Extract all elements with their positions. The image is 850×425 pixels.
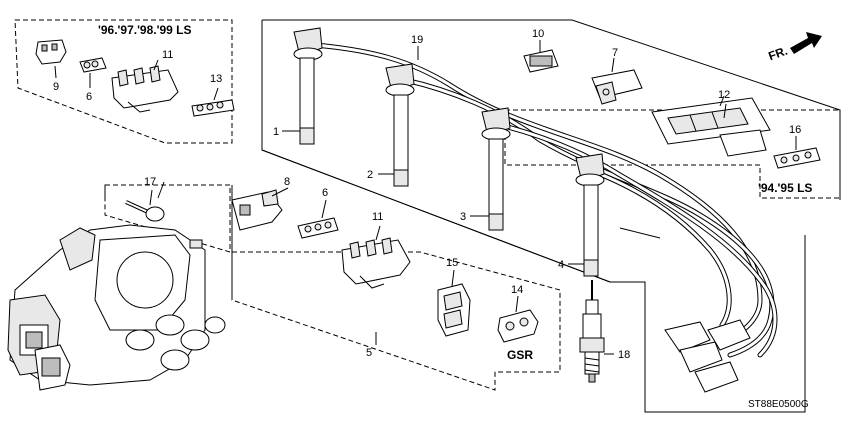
group-94-95-ls bbox=[523, 40, 821, 169]
clip-part-14 bbox=[497, 295, 539, 343]
callout-11-mid: 11 bbox=[372, 211, 383, 223]
cap-towers bbox=[125, 314, 226, 371]
plug-boot-2 bbox=[385, 63, 415, 187]
callout-9: 9 bbox=[53, 81, 59, 93]
clip-part-10 bbox=[523, 40, 559, 73]
holder-part-11-top bbox=[111, 59, 179, 113]
callout-6-top: 6 bbox=[86, 91, 92, 103]
clip-part-6-top bbox=[79, 57, 107, 88]
bolt-part-17 bbox=[125, 189, 165, 222]
callout-15: 15 bbox=[446, 257, 458, 269]
clip-part-16 bbox=[773, 136, 821, 169]
callout-1: 1 bbox=[273, 126, 279, 138]
label-front-direction: FR. bbox=[766, 44, 789, 64]
callout-18: 18 bbox=[618, 349, 630, 361]
group-outlines bbox=[14, 19, 841, 413]
label-94-95-ls: '94.'95 LS bbox=[758, 181, 812, 195]
callout-17: 17 bbox=[144, 176, 156, 188]
callout-5: 5 bbox=[366, 347, 372, 359]
leader-lines bbox=[157, 46, 727, 345]
ignition-wire-set-19 bbox=[293, 27, 778, 393]
callout-6-mid: 6 bbox=[322, 187, 328, 199]
callout-2: 2 bbox=[367, 169, 373, 181]
group-96-99-ls bbox=[35, 39, 235, 117]
callout-14: 14 bbox=[511, 284, 523, 296]
callout-7: 7 bbox=[612, 47, 618, 59]
callout-11-top: 11 bbox=[162, 49, 173, 61]
callout-numbers: 1 2 3 4 5 6 6 7 8 9 10 11 11 12 13 14 15… bbox=[53, 28, 801, 361]
holder-part-11-mid bbox=[341, 225, 411, 289]
diagram-code: ST88E0500G bbox=[748, 399, 809, 410]
plug-boot-3 bbox=[481, 107, 511, 231]
callout-16: 16 bbox=[789, 124, 801, 136]
holder-part-8 bbox=[231, 187, 289, 231]
clip-part-13 bbox=[191, 87, 235, 117]
clip-part-9 bbox=[35, 39, 67, 79]
label-96-99-ls: '96.'97.'98.'99 LS bbox=[98, 23, 191, 37]
spark-plug-part-18 bbox=[579, 280, 614, 383]
plug-boot-1 bbox=[293, 27, 323, 145]
clip-part-7 bbox=[591, 57, 643, 105]
callout-10: 10 bbox=[532, 28, 544, 40]
clip-part-6-mid bbox=[297, 199, 339, 239]
callout-3: 3 bbox=[460, 211, 466, 223]
distributor-boots bbox=[664, 319, 751, 393]
distributor bbox=[7, 224, 226, 391]
callout-4: 4 bbox=[558, 259, 564, 271]
holder-part-12 bbox=[651, 95, 771, 157]
callout-12: 12 bbox=[718, 89, 730, 101]
callout-8: 8 bbox=[284, 176, 290, 188]
holder-part-15 bbox=[437, 269, 471, 337]
callout-13: 13 bbox=[210, 73, 222, 85]
plug-boot-4 bbox=[575, 153, 605, 277]
label-gsr: GSR bbox=[507, 348, 533, 362]
front-direction-arrow bbox=[790, 32, 822, 54]
callout-19: 19 bbox=[411, 34, 423, 46]
